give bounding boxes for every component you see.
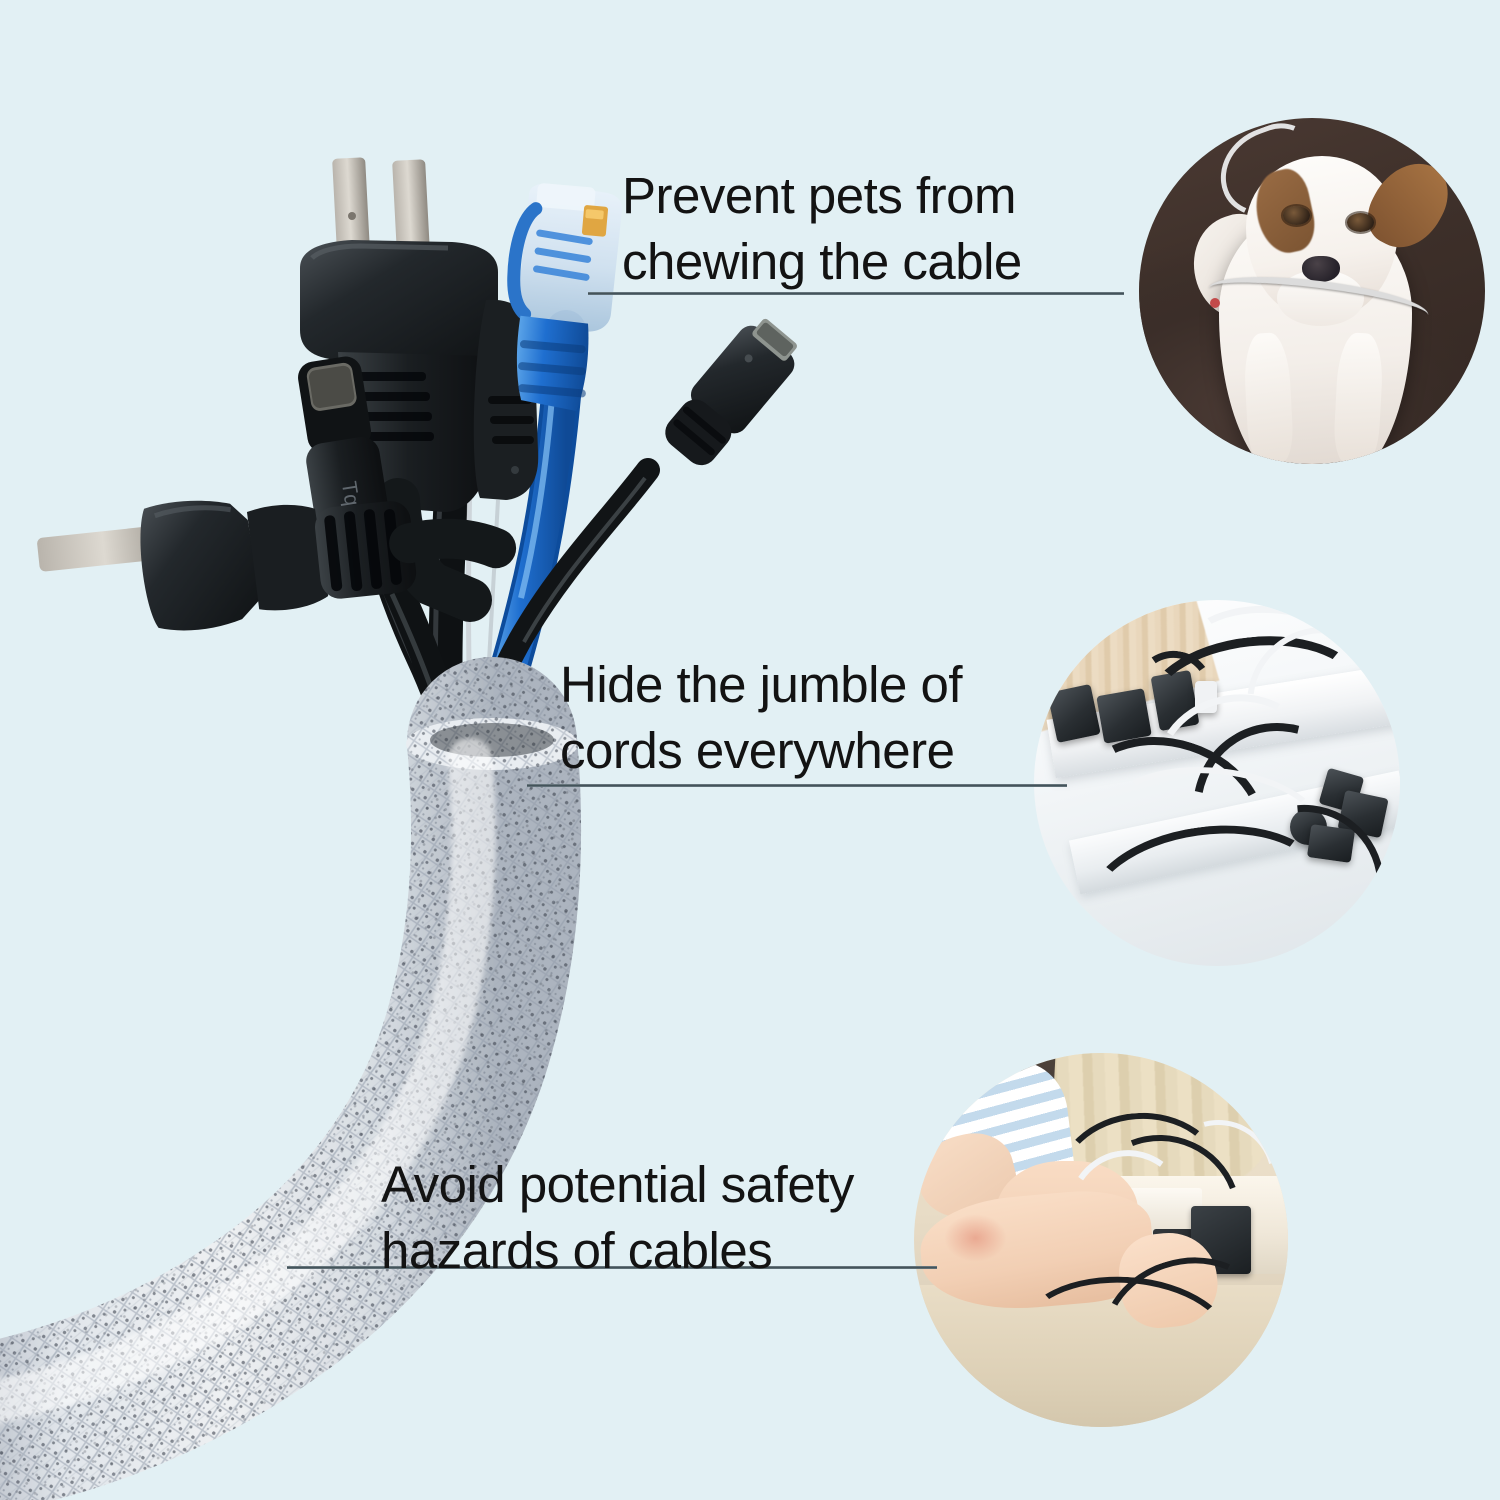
leader-line-hide-cords (527, 784, 1067, 787)
dog-chewing-cable-photo (1139, 118, 1485, 464)
caption-avoid-hazards: Avoid potential safety hazards of cables (381, 1156, 854, 1280)
caption-prevent-pets: Prevent pets from chewing the cable (622, 167, 1022, 291)
ac-plug-left (37, 500, 517, 631)
tangled-cords-photo (1034, 600, 1400, 966)
baby-near-cables-photo (914, 1053, 1288, 1427)
micro-usb-plug (665, 318, 797, 466)
caption-hide-cords: Hide the jumble of cords everywhere (560, 656, 963, 780)
product-illustration: Tqkd (0, 157, 797, 1500)
leader-line-prevent-pets (588, 292, 1124, 295)
rj45-plug (507, 183, 623, 411)
leader-line-avoid-hazards (287, 1266, 937, 1269)
braided-sleeve (0, 657, 582, 1500)
